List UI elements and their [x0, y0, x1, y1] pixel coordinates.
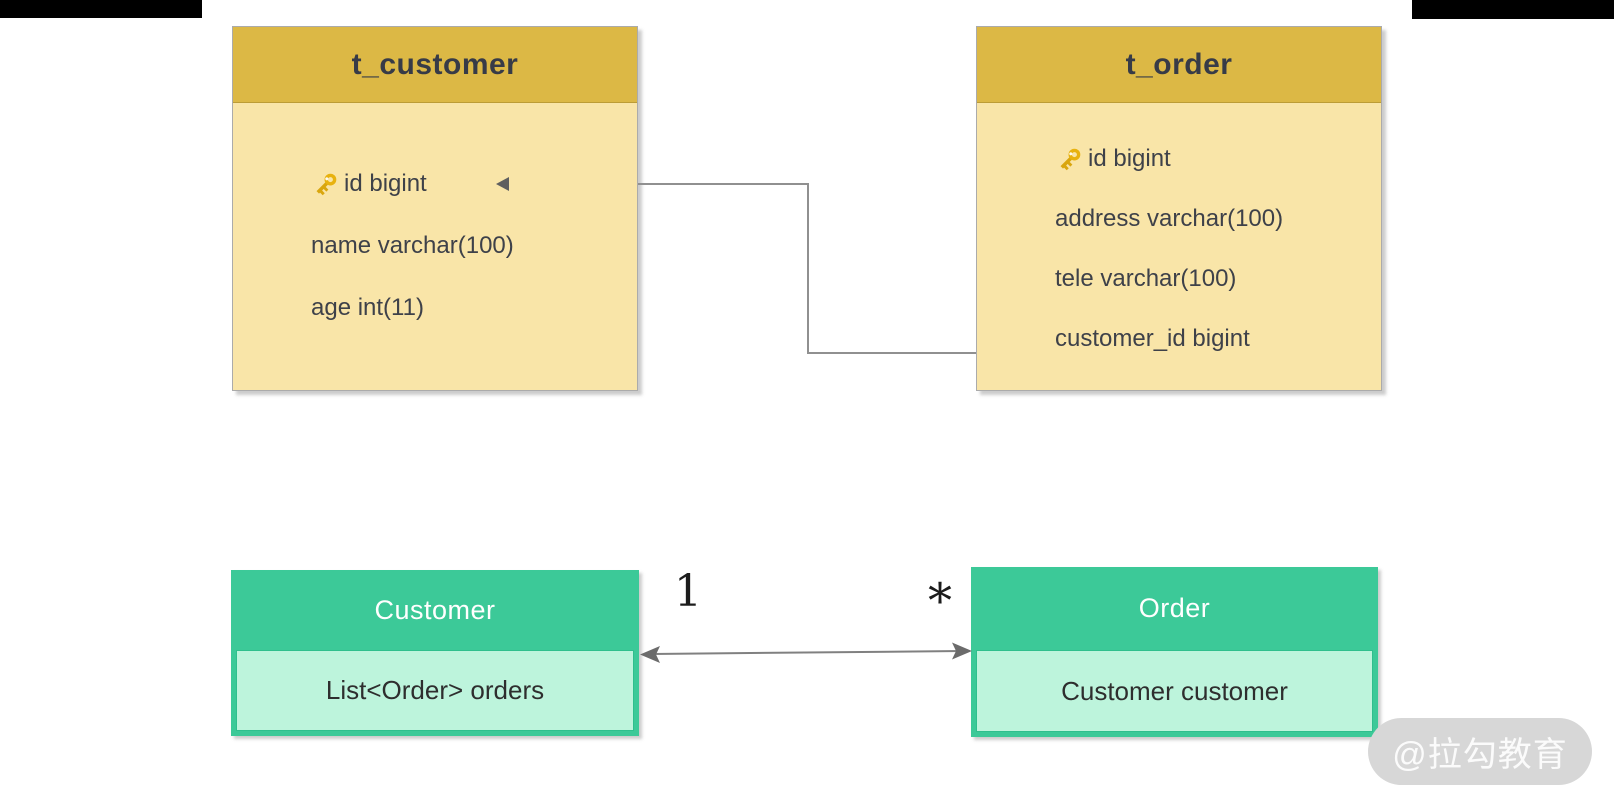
- field-row-id: id bigint: [977, 129, 1381, 189]
- watermark-text: @拉勾教育: [1392, 736, 1568, 774]
- uml-class-order: Order Customer customer: [971, 567, 1378, 737]
- field-text: address varchar(100): [1055, 205, 1284, 232]
- field-text: age int(11): [311, 294, 424, 321]
- association-arrowhead-right: [952, 642, 972, 660]
- watermark-badge: @拉勾教育: [1368, 718, 1592, 785]
- association-line: [651, 650, 963, 655]
- uml-class-customer: Customer List<Order> orders: [231, 570, 639, 736]
- table-field-list: id bigint name varchar(100) age int(11): [233, 103, 637, 339]
- class-title: Customer: [374, 594, 496, 625]
- screen-corner-bar-left: [0, 0, 202, 18]
- multiplicity-many-label: *: [928, 573, 952, 629]
- class-title: Order: [1138, 593, 1211, 623]
- class-attribute: List<Order> orders: [236, 650, 634, 731]
- field-row-name: name varchar(100): [233, 215, 637, 277]
- field-text: id bigint: [344, 170, 427, 197]
- table-title: t_customer: [233, 27, 637, 103]
- field-text: id bigint: [1088, 145, 1171, 172]
- field-row-tele: tele varchar(100): [977, 249, 1381, 309]
- field-text: tele varchar(100): [1055, 265, 1237, 292]
- field-text: name varchar(100): [311, 232, 514, 259]
- field-row-customer-id: customer_id bigint: [977, 309, 1381, 369]
- field-text: customer_id bigint: [1055, 325, 1250, 352]
- field-row-age: age int(11): [233, 277, 637, 339]
- primary-key-icon: [1060, 148, 1081, 171]
- screen-corner-bar-right: [1412, 0, 1614, 19]
- multiplicity-one-label: 1: [674, 566, 702, 617]
- er-table-t-order: t_order id bigint address varchar(100): [976, 26, 1382, 391]
- class-attribute: Customer customer: [976, 650, 1373, 732]
- primary-key-icon: [316, 173, 337, 196]
- field-row-id: id bigint: [233, 153, 637, 215]
- field-row-address: address varchar(100): [977, 189, 1381, 249]
- fk-connector-line: [638, 183, 976, 354]
- table-field-list: id bigint address varchar(100) tele varc…: [977, 103, 1381, 369]
- table-title: t_order: [977, 27, 1381, 103]
- er-table-t-customer: t_customer id bigint name varchar(100): [232, 26, 638, 391]
- association-arrowhead-left: [640, 646, 660, 663]
